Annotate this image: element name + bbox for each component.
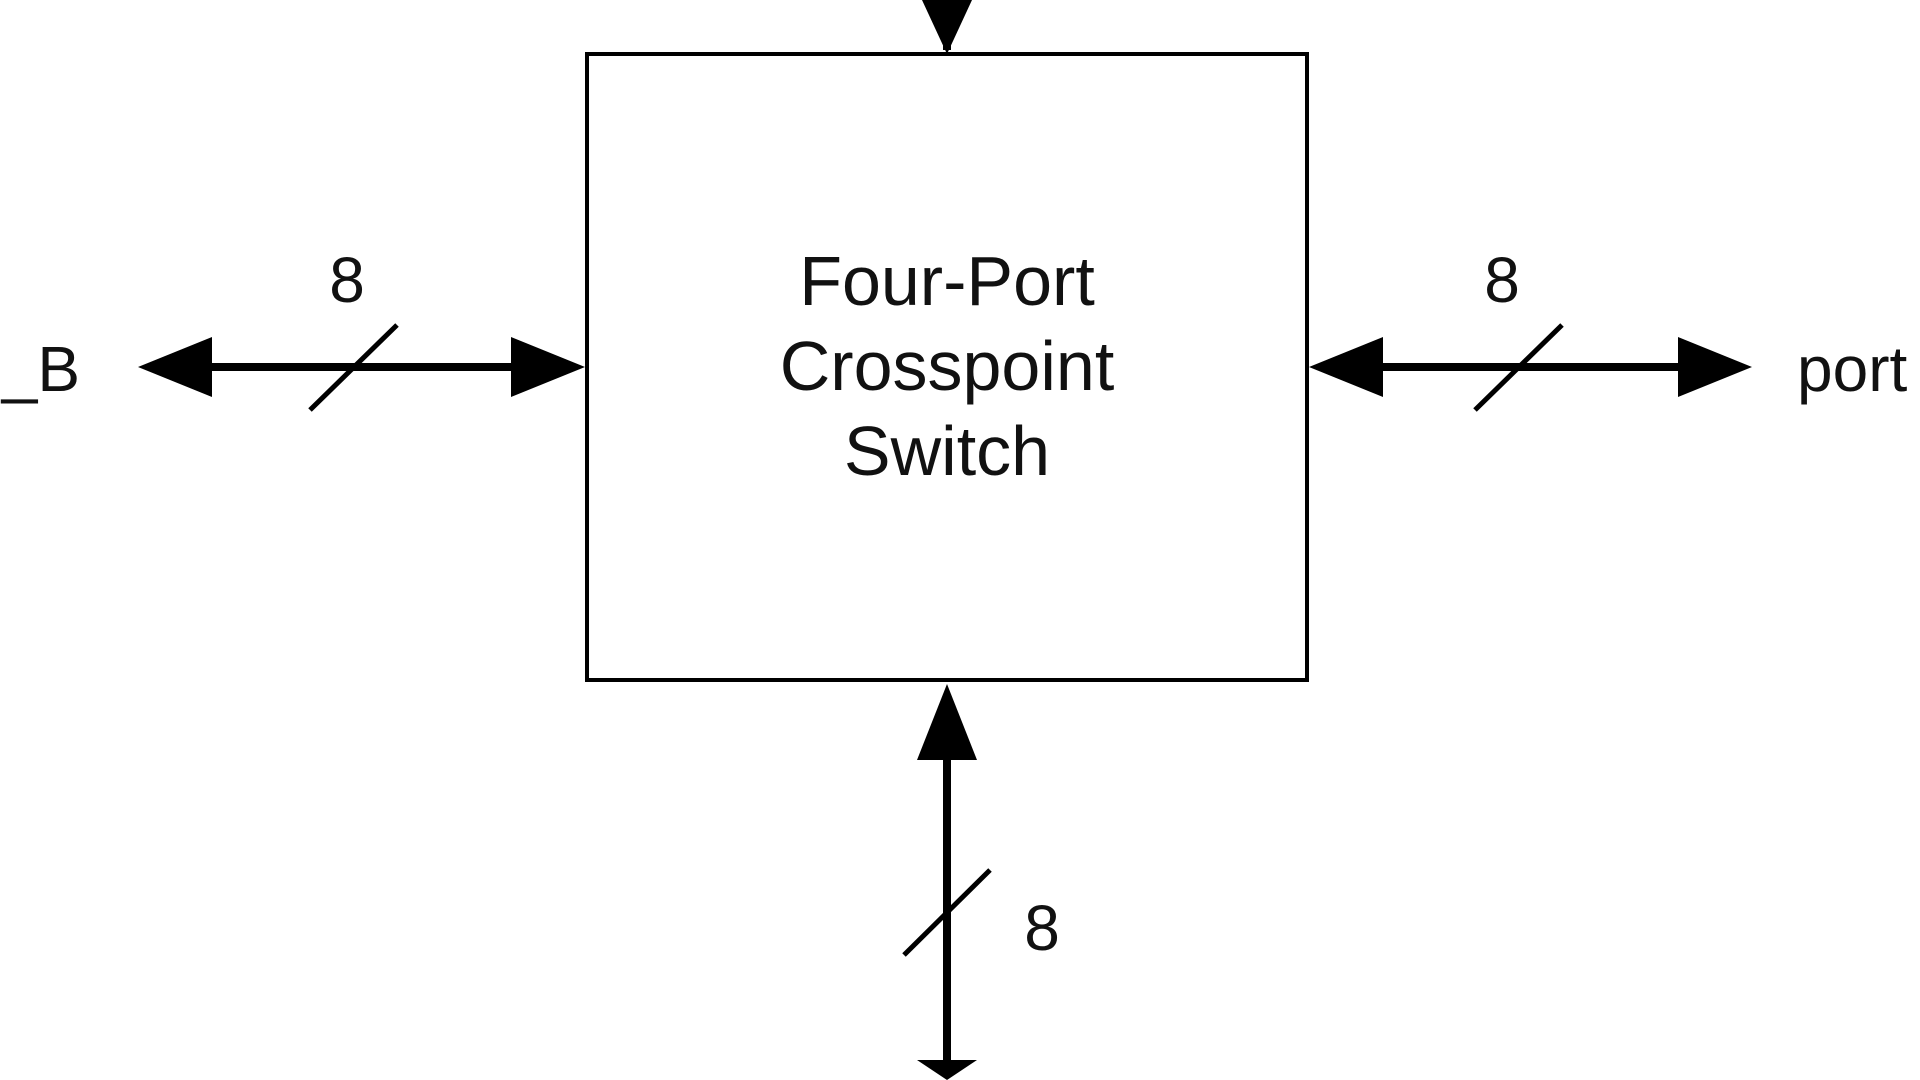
bottom-bus-arrowhead-outer [917,1060,977,1080]
right-bus-width-slash [1473,323,1564,412]
top-bus [922,0,972,54]
right-bus-arrowhead-outer [1678,337,1752,397]
left-bus-width-label: 8 [329,244,365,316]
right-bus: 8 port [1309,244,1908,412]
block-title-line-2: Crosspoint [780,327,1115,405]
crosspoint-switch-block [585,52,1309,682]
right-port-label: port [1797,333,1908,405]
block-title-line-1: Four-Port [799,242,1095,320]
left-bus-arrowhead-outer [138,337,212,397]
left-bus-arrowhead-inner [511,337,585,397]
right-bus-arrowhead-inner [1309,337,1383,397]
left-port-label: _B [1,333,80,405]
left-bus: 8 _B [1,244,585,412]
right-bus-width-label: 8 [1484,244,1520,316]
bottom-bus-width-label: 8 [1024,892,1060,964]
bottom-bus-width-slash [902,868,992,957]
top-bus-arrowhead [922,0,972,54]
left-bus-width-slash [308,323,399,412]
bottom-bus-arrowhead-inner [917,684,977,760]
block-title-line-3: Switch [844,412,1050,490]
bottom-bus: 8 [902,684,1060,1080]
